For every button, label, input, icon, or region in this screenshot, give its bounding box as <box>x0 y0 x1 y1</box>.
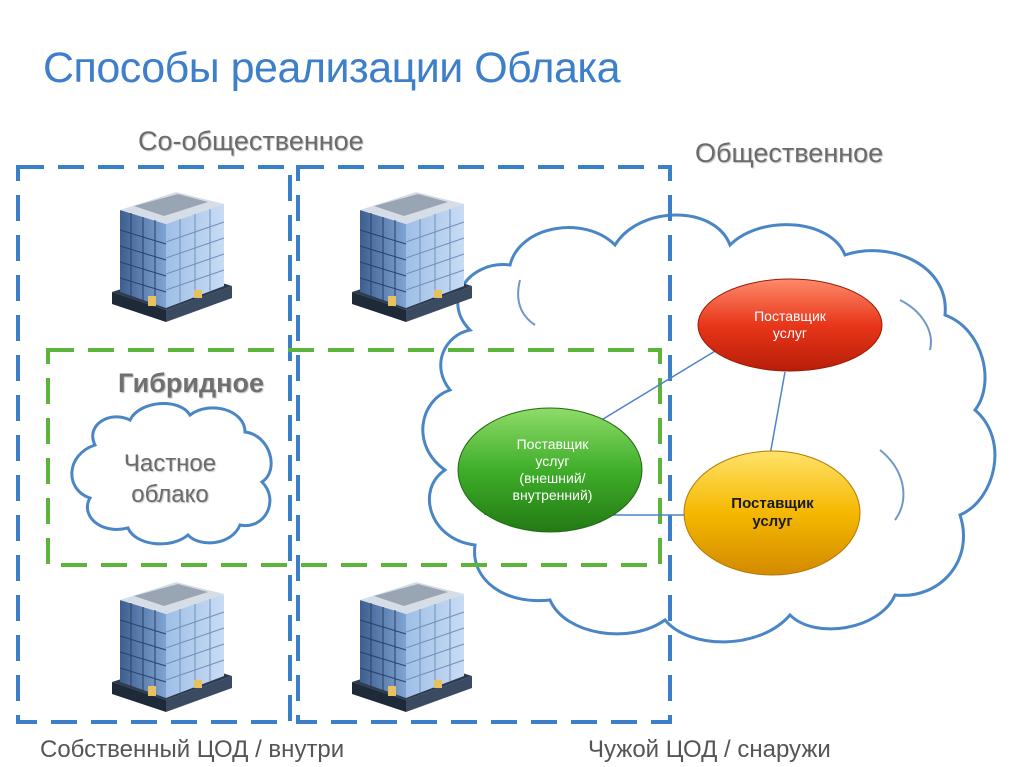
private-cloud <box>70 402 273 546</box>
cloud-highlight <box>899 299 932 351</box>
community-label: Со-общественное <box>138 126 364 156</box>
public-label: Общественное <box>695 138 884 168</box>
provider-node-red <box>697 278 883 372</box>
connector-green-red <box>584 344 726 431</box>
community-zone <box>296 165 672 724</box>
hybrid-zone <box>46 348 662 567</box>
office-building-icon <box>111 191 233 323</box>
provider-red-text: Поставщик услуг <box>754 308 826 341</box>
provider-yellow-text: Поставщик услуг <box>731 495 814 530</box>
provider-node-yellow <box>683 450 861 576</box>
office-building-icon <box>111 581 233 713</box>
office-building-icon <box>351 191 473 323</box>
provider-green-text: Поставщик услуг (внешний/ внутренний) <box>512 436 593 503</box>
private-cloud-label: Частное облако <box>123 450 217 509</box>
own-dc-zone <box>16 165 292 724</box>
cloud-highlight <box>517 279 536 326</box>
provider-node-green <box>457 407 643 533</box>
office-building-icon <box>351 581 473 713</box>
connector-red-yellow <box>769 371 786 456</box>
cloud-highlight <box>879 449 905 521</box>
own-dc-label: Собственный ЦОД / внутри <box>40 736 345 763</box>
hybrid-label: Гибридное <box>118 368 264 398</box>
foreign-dc-label: Чужой ЦОД / снаружи <box>588 736 831 763</box>
page-title: Способы реализации Облака <box>43 44 621 92</box>
